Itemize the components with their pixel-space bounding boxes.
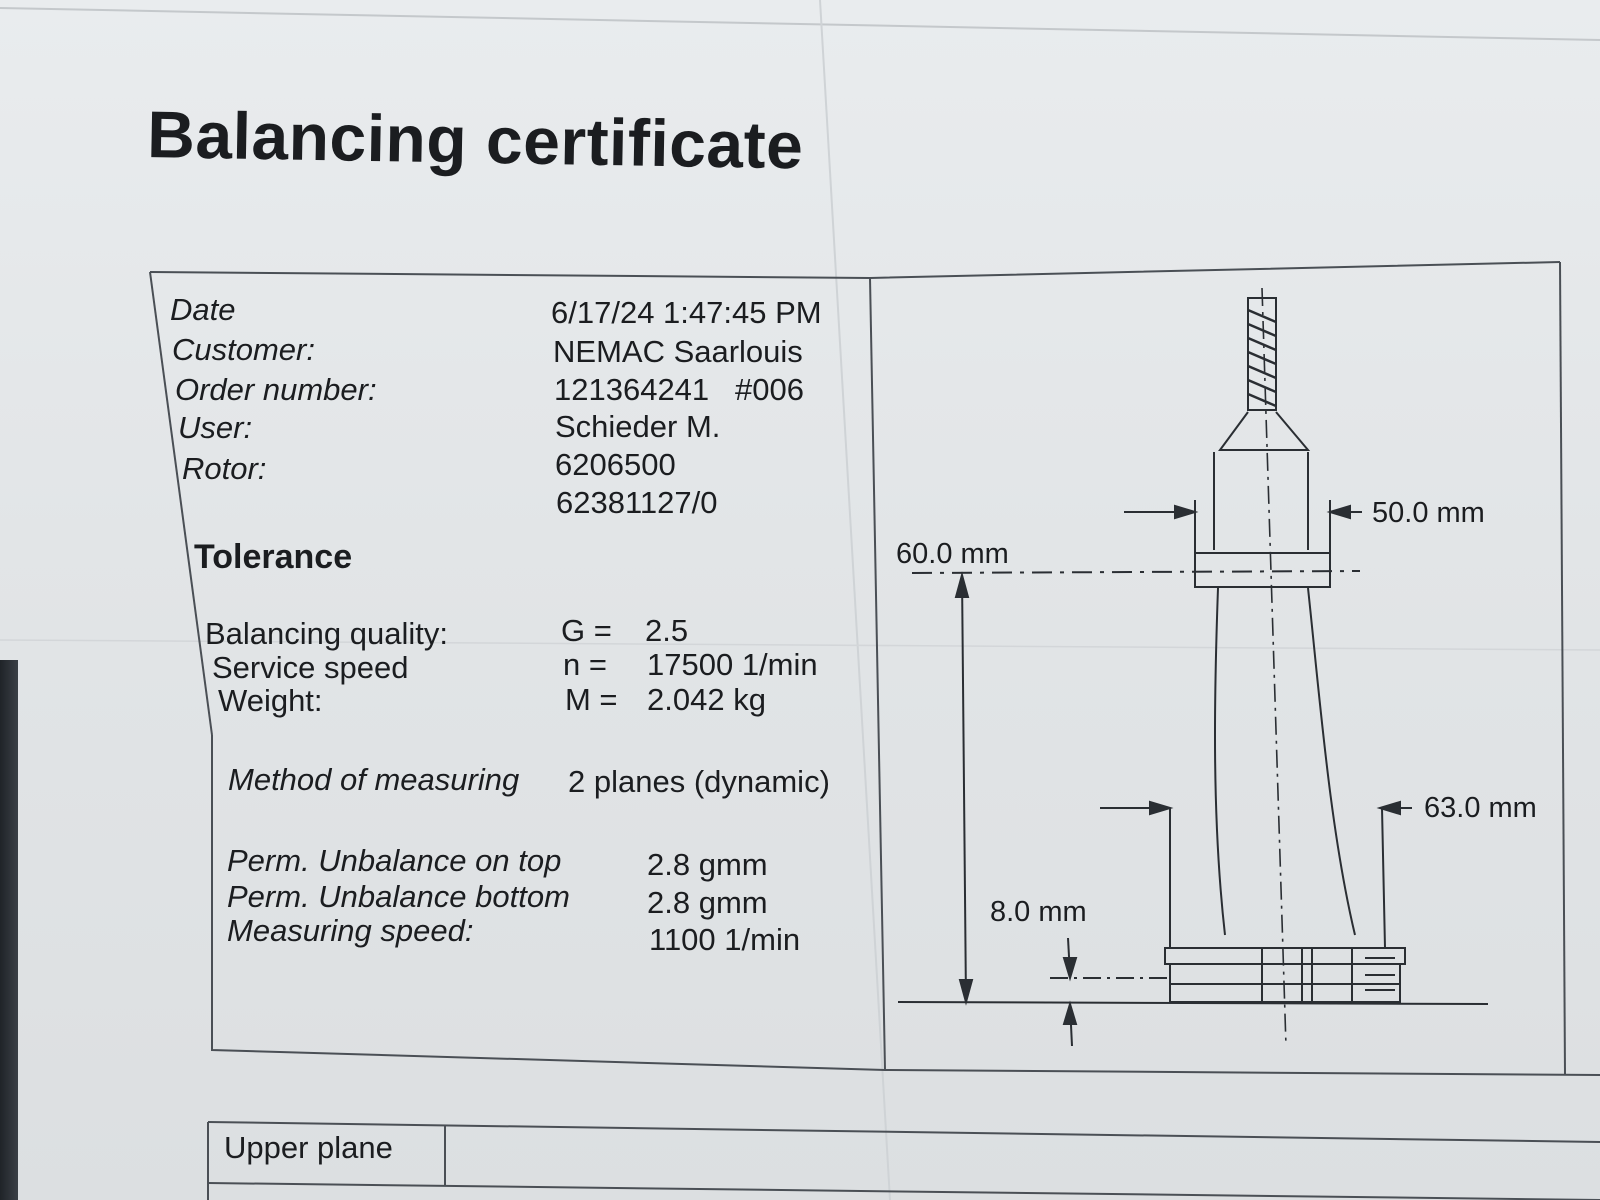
- dim-lower-height: 8.0 mm: [990, 896, 1087, 928]
- balancing-quality-value: 2.5: [645, 613, 689, 648]
- service-speed-label: Service speed: [212, 650, 409, 685]
- service-speed-value: 17500 1/min: [647, 647, 818, 682]
- method-label: Method of measuring: [228, 762, 520, 797]
- balancing-quality-symbol: G =: [561, 613, 612, 648]
- fold-shadow: [0, 660, 18, 1200]
- rotor-label: Rotor:: [182, 451, 267, 486]
- unbalance-bottom-value: 2.8 gmm: [647, 885, 768, 920]
- unbalance-top-value: 2.8 gmm: [647, 847, 768, 882]
- rotor-value: 6206500: [555, 447, 676, 482]
- dim-upper-diameter: 50.0 mm: [1372, 497, 1485, 529]
- user-label: User:: [178, 410, 253, 445]
- weight-value: 2.042 kg: [647, 682, 766, 717]
- date-value: 6/17/24 1:47:45 PM: [551, 295, 822, 330]
- weight-label: Weight:: [218, 683, 323, 718]
- measuring-speed-value: 1100 1/min: [649, 922, 801, 957]
- rotor-value-secondary: 62381127/0: [556, 485, 718, 520]
- measuring-speed-label: Measuring speed:: [227, 913, 474, 948]
- customer-label: Customer:: [172, 332, 315, 367]
- method-value: 2 planes (dynamic): [568, 764, 830, 799]
- balancing-quality-label: Balancing quality:: [205, 616, 448, 651]
- order-number-label: Order number:: [175, 372, 377, 407]
- user-value: Schieder M.: [555, 409, 721, 444]
- tolerance-heading: Tolerance: [194, 538, 353, 576]
- dim-lower-diameter: 63.0 mm: [1424, 792, 1537, 824]
- upper-plane-label: Upper plane: [224, 1130, 393, 1165]
- dim-upper-height: 60.0 mm: [896, 538, 1009, 570]
- weight-symbol: M =: [565, 682, 618, 717]
- service-speed-symbol: n =: [563, 647, 607, 682]
- customer-value: NEMAC Saarlouis: [553, 334, 803, 369]
- unbalance-top-label: Perm. Unbalance on top: [227, 843, 562, 878]
- order-number-value: 121364241 #006: [554, 372, 804, 407]
- date-label: Date: [170, 292, 236, 327]
- unbalance-bottom-label: Perm. Unbalance bottom: [227, 879, 570, 914]
